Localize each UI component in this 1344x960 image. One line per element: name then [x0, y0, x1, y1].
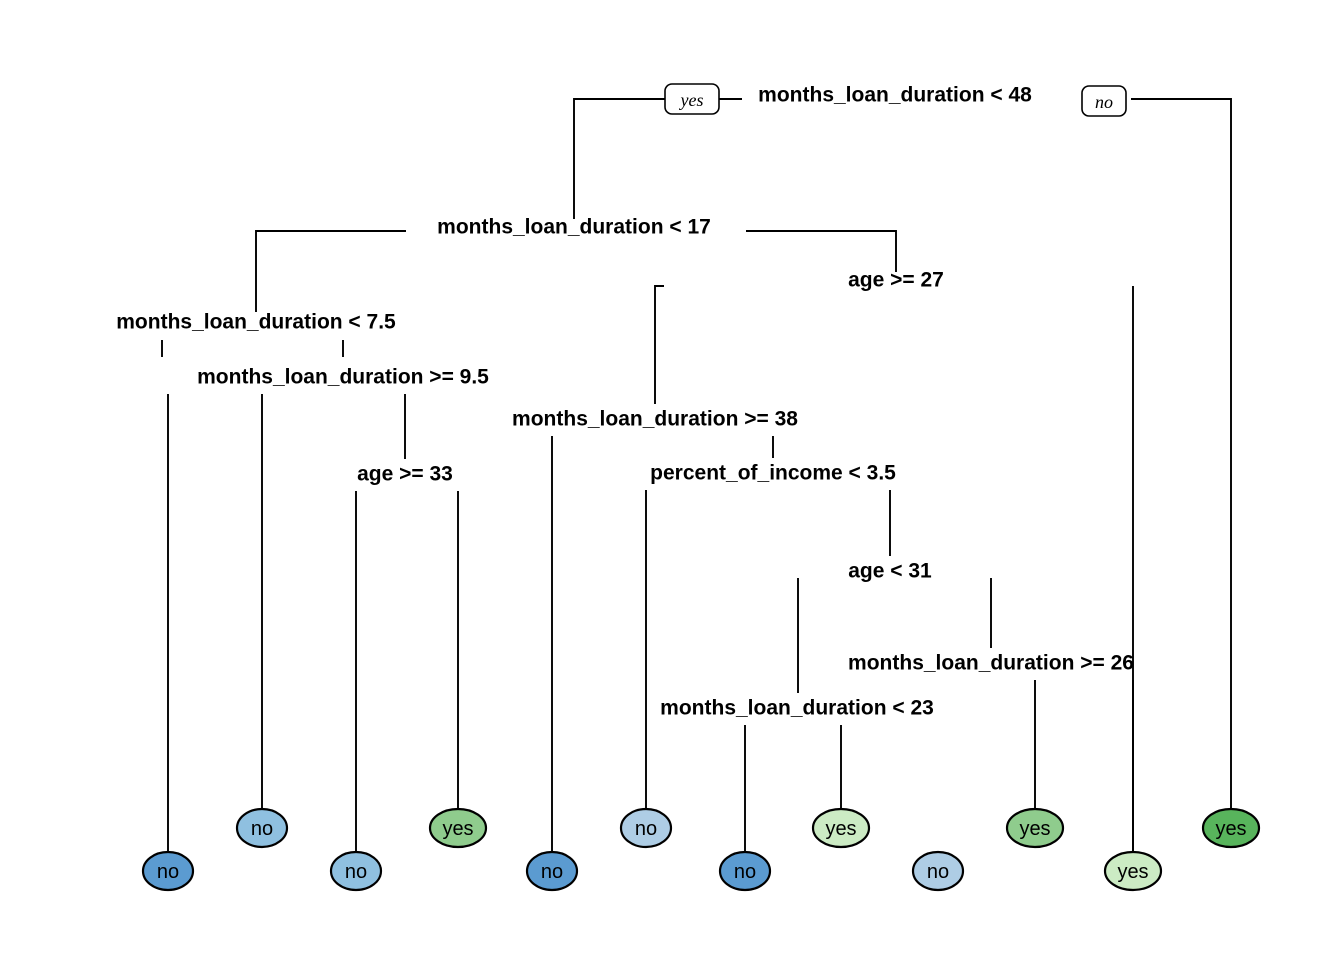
- branch-badge-yes: yes: [664, 83, 720, 115]
- branch-badges-layer: yes no: [664, 83, 1127, 117]
- leaf-label: no: [541, 861, 563, 883]
- leaf-node[interactable]: no: [911, 850, 965, 892]
- leaf-node[interactable]: yes: [1005, 807, 1065, 849]
- leaf-ellipse[interactable]: [911, 850, 965, 892]
- leaf-node[interactable]: no: [525, 850, 579, 892]
- edge-line: [1131, 98, 1232, 812]
- leaf-node[interactable]: no: [718, 850, 772, 892]
- split-node-label[interactable]: months_loan_duration < 7.5: [116, 311, 396, 334]
- leaf-label: no: [251, 818, 273, 840]
- leaf-node[interactable]: no: [141, 850, 195, 892]
- leaf-node[interactable]: yes: [1201, 807, 1261, 849]
- leaf-label: no: [734, 861, 756, 883]
- leaf-label: no: [635, 818, 657, 840]
- leaf-node[interactable]: no: [235, 807, 289, 849]
- split-node-label[interactable]: months_loan_duration >= 38: [512, 408, 798, 431]
- leaf-label: yes: [825, 818, 856, 840]
- tree-edge: [255, 230, 406, 312]
- leaf-label: no: [927, 861, 949, 883]
- leaf-label: no: [345, 861, 367, 883]
- leaf-ellipse[interactable]: [1103, 850, 1163, 892]
- leaf-node[interactable]: no: [329, 850, 383, 892]
- edge-line: [746, 230, 897, 272]
- leaf-label: no: [157, 861, 179, 883]
- badge-box: [1081, 85, 1127, 117]
- tree-edge: [746, 230, 897, 272]
- leaf-node[interactable]: yes: [428, 807, 488, 849]
- split-node-label[interactable]: months_loan_duration >= 26: [848, 652, 1134, 675]
- tree-edge: [654, 285, 664, 404]
- badge-label: no: [1095, 92, 1113, 112]
- badge-box: [664, 83, 720, 115]
- leaf-ellipse[interactable]: [235, 807, 289, 849]
- leaf-label: yes: [1019, 818, 1050, 840]
- tree-edge: [1131, 98, 1232, 812]
- split-node-label[interactable]: age >= 27: [848, 269, 944, 292]
- edges-layer: [161, 98, 1232, 854]
- leaf-ellipse[interactable]: [718, 850, 772, 892]
- split-node-label[interactable]: months_loan_duration < 23: [660, 697, 934, 720]
- leaf-nodes-layer: no no no yes no no no yes no yes yes yes: [141, 807, 1261, 892]
- leaf-label: yes: [1215, 818, 1246, 840]
- branch-badge-no: no: [1081, 85, 1127, 117]
- leaf-ellipse[interactable]: [1201, 807, 1261, 849]
- split-node-label[interactable]: age >= 33: [357, 463, 453, 486]
- leaf-ellipse[interactable]: [141, 850, 195, 892]
- edge-line: [573, 98, 742, 219]
- leaf-ellipse[interactable]: [428, 807, 488, 849]
- leaf-ellipse[interactable]: [329, 850, 383, 892]
- leaf-node[interactable]: yes: [811, 807, 871, 849]
- leaf-node[interactable]: no: [619, 807, 673, 849]
- leaf-label: yes: [442, 818, 473, 840]
- edge-line: [654, 285, 664, 404]
- leaf-ellipse[interactable]: [619, 807, 673, 849]
- leaf-node[interactable]: yes: [1103, 850, 1163, 892]
- tree-edge: [573, 98, 742, 219]
- split-node-label[interactable]: months_loan_duration < 17: [437, 216, 711, 239]
- badge-label: yes: [679, 90, 704, 110]
- split-node-label[interactable]: months_loan_duration < 48: [758, 84, 1032, 107]
- edge-line: [255, 230, 406, 312]
- split-node-label[interactable]: age < 31: [848, 560, 932, 583]
- leaf-ellipse[interactable]: [811, 807, 871, 849]
- leaf-ellipse[interactable]: [1005, 807, 1065, 849]
- leaf-label: yes: [1117, 861, 1148, 883]
- leaf-ellipse[interactable]: [525, 850, 579, 892]
- split-nodes-layer: months_loan_duration < 48 months_loan_dur…: [116, 84, 1134, 720]
- split-node-label[interactable]: percent_of_income < 3.5: [650, 462, 896, 485]
- split-node-label[interactable]: months_loan_duration >= 9.5: [197, 366, 489, 389]
